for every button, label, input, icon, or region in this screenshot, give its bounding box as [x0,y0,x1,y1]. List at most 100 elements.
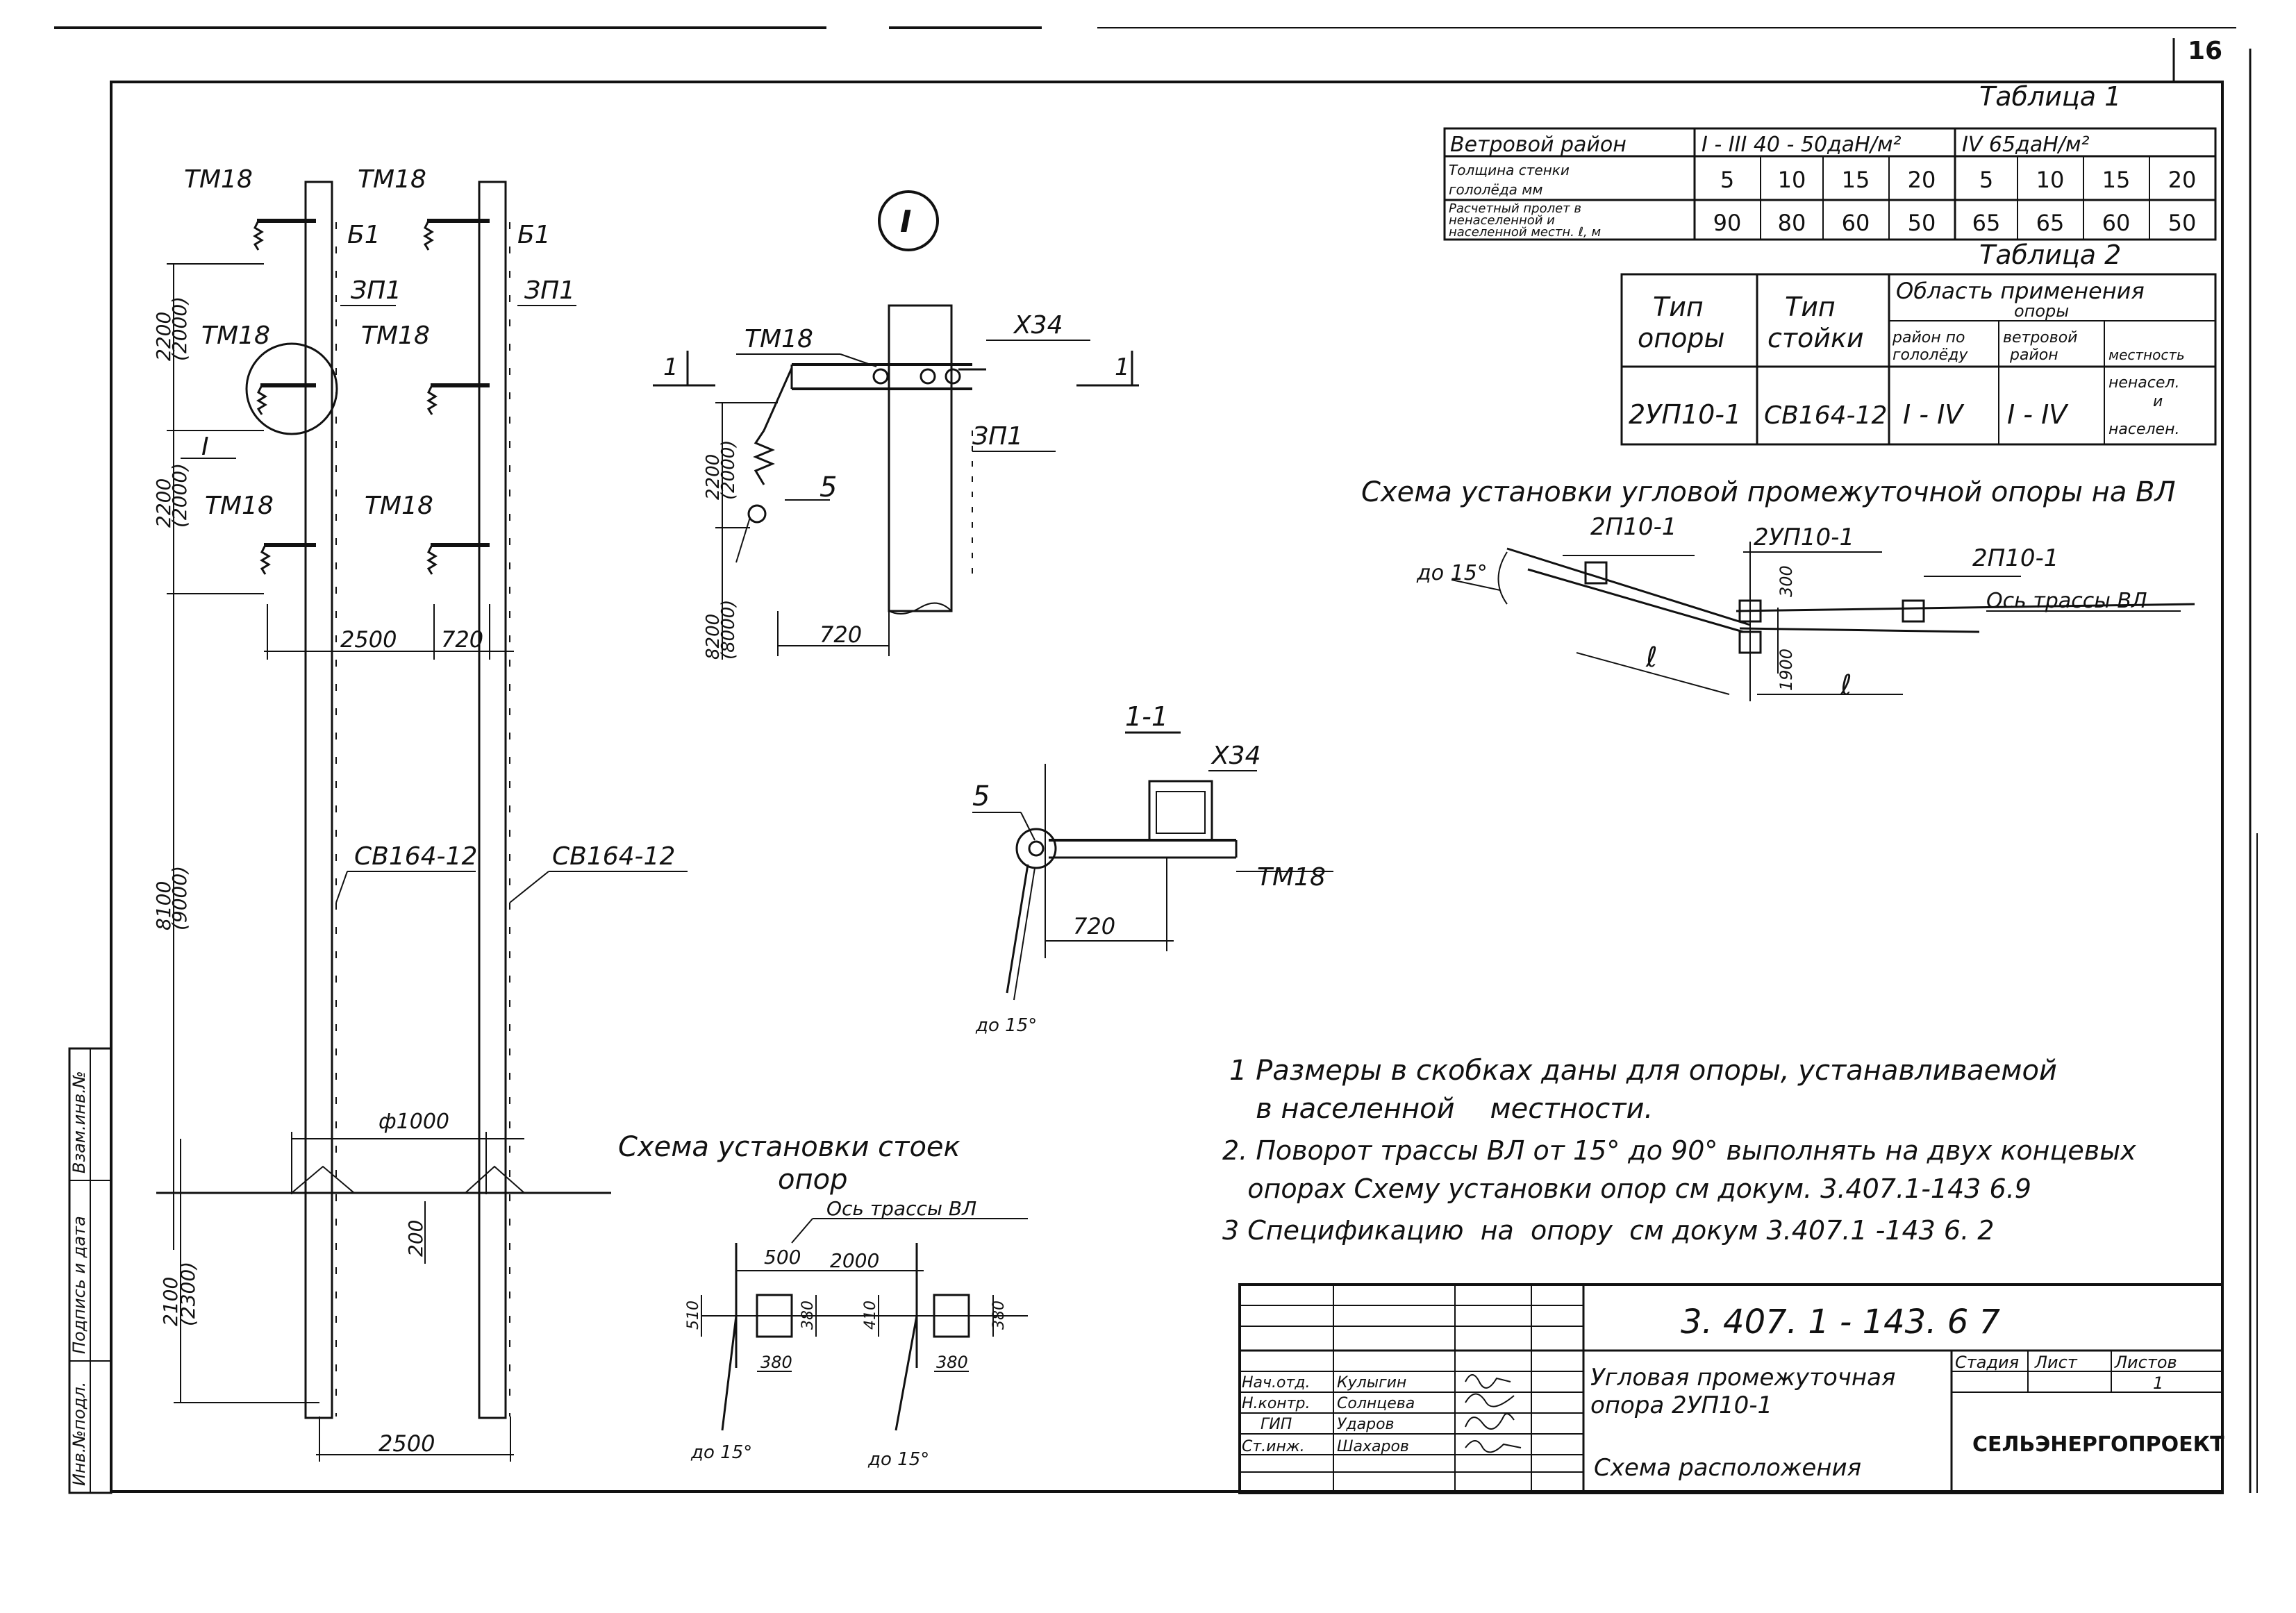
foot-scheme-drawing [701,1218,1028,1431]
pole-label-b1: Б1 [517,221,551,249]
foot-dim-380-right: 380 [936,1353,968,1372]
section-label-tm18: ТМ18 [1257,863,1326,892]
route-scheme-title: Схема установки угловой промежуточной оп… [1361,476,2176,508]
table1-cell: 65 [2036,210,2065,236]
pole-dim-720: 720 [441,626,483,653]
sheets-label: Листов [2114,1353,2177,1372]
pole-label-tm18: ТМ18 [358,165,426,194]
foot-scheme-title-b: опор [778,1164,848,1196]
table1-cell: 80 [1778,210,1806,236]
table1-group2: IV 65даН/м² [1962,133,2090,157]
table2-row-area-c: населен. [2108,421,2179,438]
table2-col3-sub3: местность [2108,346,2185,363]
table1-cell: 50 [2168,210,2197,236]
pole-label-rack: СВ164-12 [354,842,477,871]
role-label: ГИП [1261,1416,1292,1433]
table1-cell: 20 [1908,167,1936,193]
pole-dim-2000: (2000) [168,463,191,528]
pole-dim-2500: 2500 [340,626,397,653]
pole-dim-1000: ф1000 [378,1110,449,1134]
pole-label-tm18: ТМ18 [361,321,430,350]
doc-code: 3. 407. 1 - 143. 6 7 [1681,1303,2000,1342]
node-dim-8000: (8000) [718,600,739,660]
doc-subtitle: Схема расположения [1594,1454,1861,1482]
section-dim-720: 720 [1073,913,1115,939]
sheet-frame [54,26,2258,1493]
table1-cell: 60 [1842,210,1870,236]
route-pole-1: 2П10-1 [1590,513,1677,541]
foot-angle-right: до 15° [867,1449,929,1470]
section-title: 1-1 [1125,701,1168,732]
doc-title-1: Угловая промежуточная [1590,1364,1895,1391]
pole-dim-2200: 2200 [152,312,175,361]
node-label-zp1: ЗП1 [972,422,1023,451]
role-label: Ст.инж. [1242,1438,1305,1455]
table2-col3-sub1-a: район по [1892,329,1965,346]
foot-dim-380: 380 [799,1301,817,1330]
node-dim-720: 720 [820,621,862,648]
stage-label: Стадия [1955,1353,2019,1372]
left-margin-strip [68,1047,113,1494]
foot-scheme-axis: Ось трассы ВЛ [826,1197,976,1220]
pole-node-label: I [201,433,209,461]
pole-dim-2100: 2100 [159,1277,182,1326]
note-line: 1 Размеры в скобках даны для опоры, уста… [1229,1055,2057,1087]
table1-cell: 90 [1713,210,1742,236]
table2-row-ice: I - IV [1903,399,1965,430]
foot-dim-380: 380 [990,1301,1008,1330]
role-label: Н.контр. [1242,1395,1310,1412]
org-name: СЕЛЬЭНЕРГОПРОЕКТ [1972,1432,2224,1457]
route-pole-3: 2П10-1 [1972,544,2058,572]
foot-dim-500: 500 [764,1246,801,1269]
note-line: 2. Поворот трассы ВЛ от 15° до 90° выпол… [1222,1135,2136,1166]
pole-label-zp1: ЗП1 [524,276,575,305]
section-1-1 [972,731,1333,1001]
node-label-tm18: ТМ18 [744,325,813,353]
note-line: опорах Схему установки опор см докум. 3.… [1222,1173,2031,1204]
margin-label-sign: Подпись и дата [69,1216,89,1354]
table1-group1: I - III 40 - 50даН/м² [1702,133,1902,157]
node-dim-2000: (2000) [718,440,739,500]
table1-cell: 5 [1979,167,1993,193]
table2-col2-b: стойки [1767,323,1864,353]
doc-title-2: опора 2УП10-1 [1590,1391,1772,1419]
table1-cell: 5 [1720,167,1734,193]
pole-dim-9000: (9000) [168,866,191,930]
foot-dim-410: 410 [862,1301,879,1330]
table1-cell: 15 [1842,167,1870,193]
role-name: Солнцева [1337,1395,1415,1412]
foot-dim-510: 510 [685,1301,702,1330]
role-name: Ударов [1337,1416,1395,1433]
table2-row-area-a: ненасел. [2108,374,2179,392]
pole-dim-2000: (2000) [168,296,191,361]
table1-cell: 50 [1908,210,1936,236]
route-angle-label: до 15° [1416,561,1488,585]
table1-head-label: Ветровой район [1450,133,1627,157]
route-dim-300: 300 [1777,565,1796,597]
table2-caption: Таблица 2 [1979,240,2121,270]
role-label: Нач.отд. [1242,1374,1311,1391]
table1-cell: 10 [1778,167,1806,193]
foot-dim-380-left: 380 [760,1353,792,1372]
table2-col2-a: Тип [1785,292,1836,322]
table1-grid [1443,127,2217,241]
table1-cell: 15 [2102,167,2131,193]
table2-col3-group-a: Область применения [1896,278,2145,304]
pole-label-b1: Б1 [347,221,381,249]
table1-row3-label-a: Расчетный пролет в [1449,201,1581,216]
pole-dim-2500-bottom: 2500 [378,1430,435,1457]
role-name: Шахаров [1337,1438,1409,1455]
table1-row3-label-b: ненаселенной и [1449,213,1555,228]
foot-scheme-title-a: Схема установки стоек [618,1131,960,1163]
node-cut-left: 1 [663,353,679,381]
node-label-x34: Х34 [1013,311,1063,340]
table2-row-rack: СВ164-12 [1764,401,1887,430]
pole-label-tm18: ТМ18 [184,165,253,194]
node-dim-8200: 8200 [703,614,724,660]
note-line: 3 Спецификацию на опору см докум 3.407.1… [1222,1215,1994,1246]
table1-cell: 20 [2168,167,2197,193]
sheet-label: Лист [2034,1353,2078,1372]
node-circle-label: I [900,204,911,240]
foot-angle-left: до 15° [690,1442,752,1463]
